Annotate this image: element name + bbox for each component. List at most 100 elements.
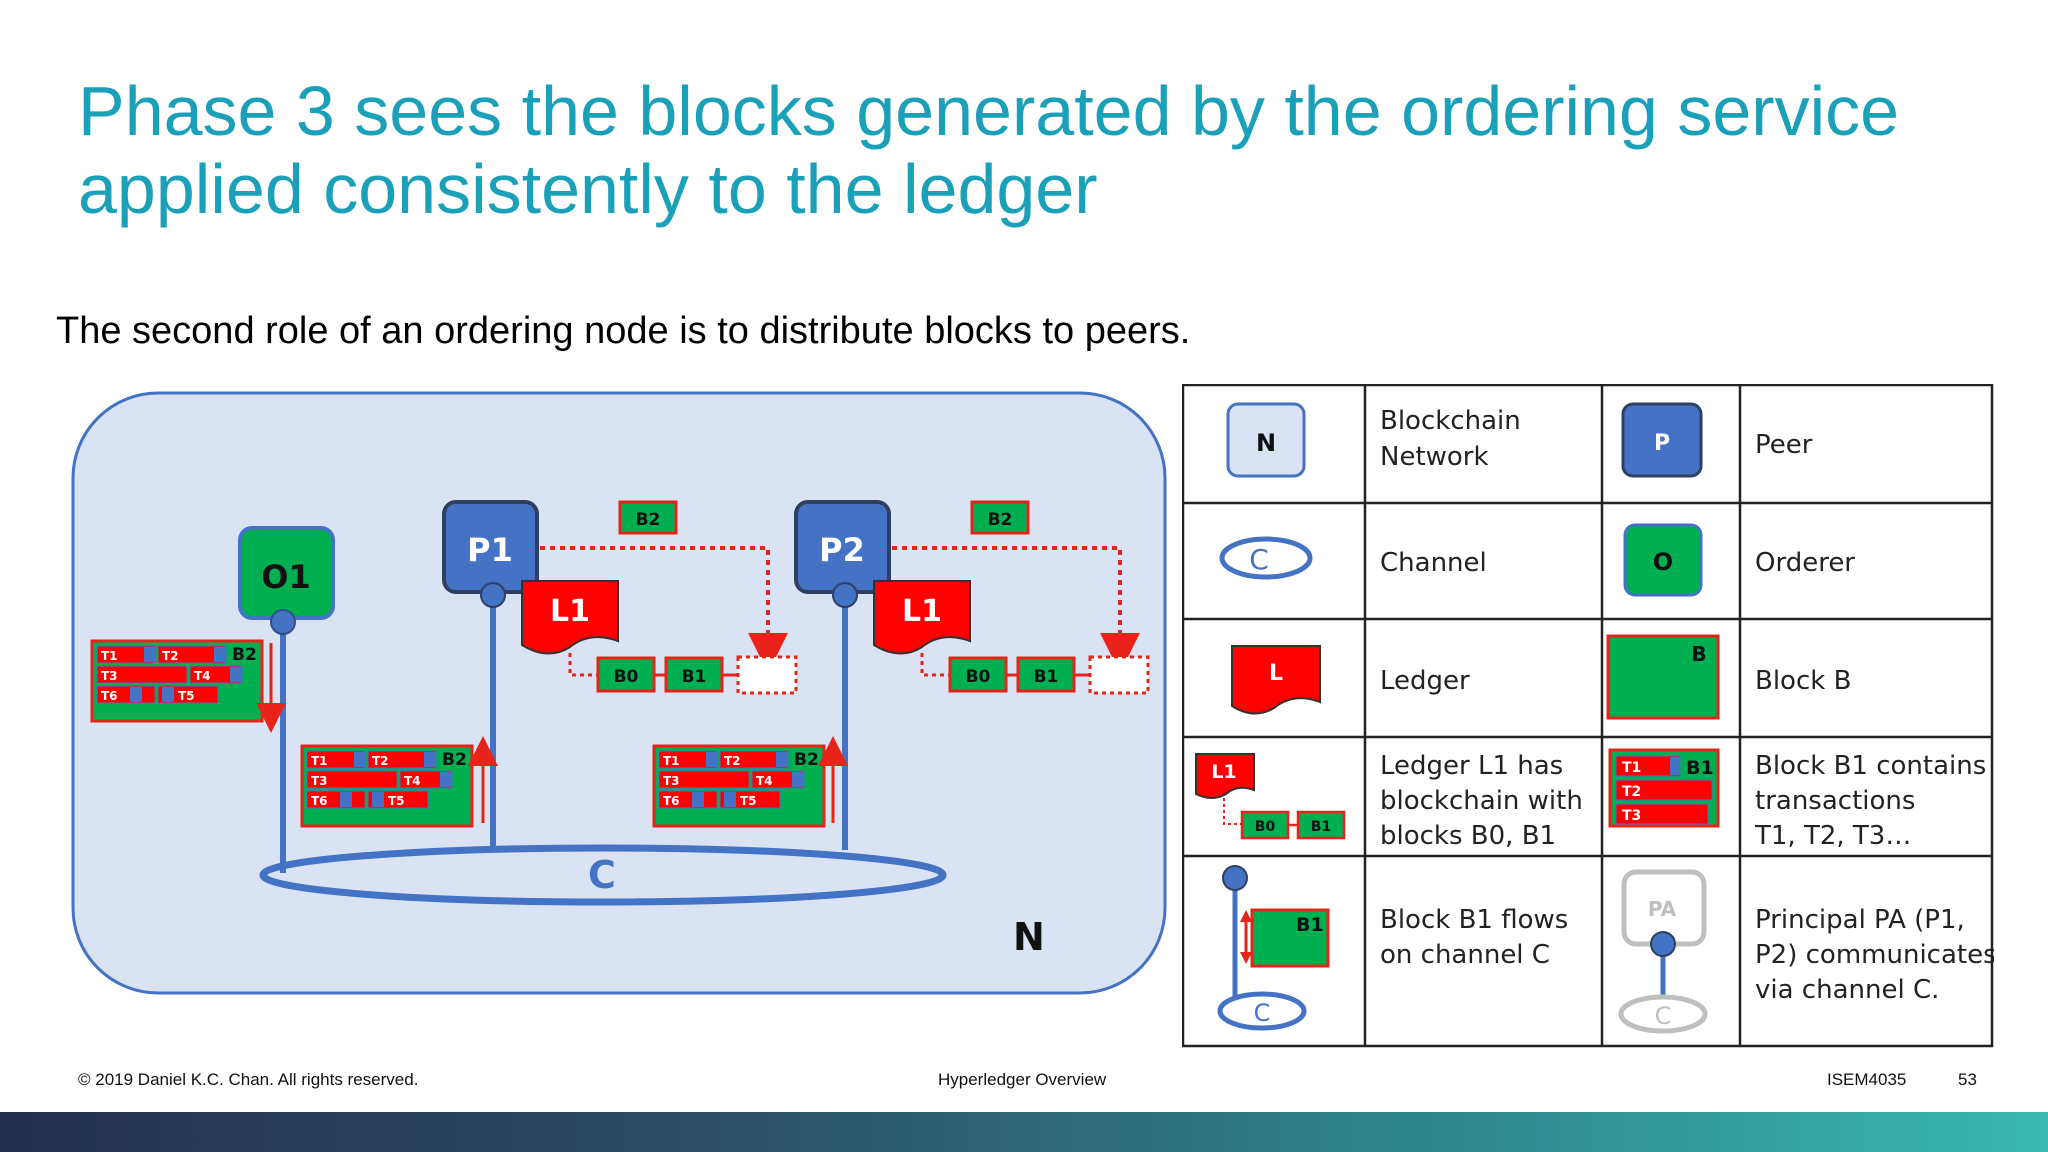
legend-orderer-desc: Orderer: [1755, 548, 1855, 578]
legend-l1-desc-1: Ledger L1 has: [1380, 751, 1563, 781]
legend-flow-desc: Block B1 flows on channel C: [1380, 905, 1577, 970]
b2p1-t4: T4: [404, 774, 421, 788]
legend-ledger-chain-icon: L1 B0 B1: [1195, 753, 1346, 840]
legend-b1-desc-1: Block B1 contains: [1755, 751, 1986, 781]
ledger-label-p1: L1: [550, 594, 590, 629]
legend-block-tx-desc: Block B1 contains transactions T1, T2, T…: [1754, 751, 1994, 851]
legend-pa-desc-3: via channel C.: [1755, 975, 1939, 1005]
orderer-label: O1: [261, 558, 310, 596]
chain-p1-b0: B0: [614, 667, 639, 687]
legend-ledger-desc: Ledger: [1380, 666, 1470, 696]
legend-btx-b1: B1: [1686, 757, 1714, 779]
legend-pa-letter: PA: [1648, 897, 1677, 921]
ledger-label-p2: L1: [902, 594, 942, 629]
legend-orderer-icon: O: [1623, 523, 1703, 597]
peer2-label: P2: [819, 531, 865, 569]
legend-channel-desc: Channel: [1380, 548, 1487, 578]
title-line-2: applied consistently to the ledger: [78, 150, 1098, 228]
b2o-t3: T3: [101, 669, 118, 683]
b2p2-t1: T1: [663, 754, 680, 768]
legend-btx-t3: T3: [1622, 808, 1641, 824]
block-b2-tag-p2-label: B2: [988, 510, 1013, 530]
b2p1-t3: T3: [311, 774, 328, 788]
legend-flow-desc-1: Block B1 flows: [1380, 905, 1568, 935]
b2o-t5: T5: [178, 689, 195, 703]
legend-principal-desc: Principal PA (P1, P2) communicates via c…: [1755, 905, 1994, 1005]
legend-b1-desc-3: T1, T2, T3…: [1754, 821, 1911, 851]
footer-title: Hyperledger Overview: [938, 1070, 1107, 1089]
legend-b-letter: B: [1691, 642, 1706, 666]
b2p2-t2: T2: [724, 754, 741, 768]
block-b2-p1: B2 T1 T2 T3 T4 T6 T5: [300, 744, 474, 828]
network-n: [71, 391, 1167, 995]
legend-chain-b1: B1: [1311, 819, 1331, 835]
legend-btx-t2: T2: [1622, 784, 1641, 800]
b2o-t2: T2: [162, 649, 179, 663]
slide-subtitle: The second role of an ordering node is t…: [56, 310, 1191, 352]
channel-label: C: [588, 853, 616, 897]
block-b2-tag-p1: B2: [618, 500, 678, 535]
chain-p2: B0 B1: [920, 653, 1150, 695]
legend-ledger-chain-desc: Ledger L1 has blockchain with blocks B0,…: [1380, 751, 1591, 851]
title-line-1: Phase 3 sees the blocks generated by the…: [78, 72, 1900, 150]
legend-flow-b1: B1: [1296, 914, 1324, 936]
b2-p1-label: B2: [442, 750, 467, 770]
footer-copyright: © 2019 Daniel K.C. Chan. All rights rese…: [78, 1070, 419, 1089]
legend-network-desc: Blockchain Network: [1380, 406, 1529, 472]
legend-table: N Blockchain Network P Peer C Channel O …: [1182, 384, 1994, 1048]
legend-l1-desc-2: blockchain with: [1380, 786, 1583, 816]
b2p2-t6: T6: [663, 794, 680, 808]
peer-p2[interactable]: P2: [794, 500, 891, 608]
legend-peer-icon: P: [1621, 402, 1703, 478]
chain-p2-b1: B1: [1034, 667, 1059, 687]
legend-pa-desc-2: P2) communicates: [1755, 940, 1994, 970]
peer-p1[interactable]: P1: [442, 500, 539, 608]
legend-network-icon: N: [1226, 402, 1306, 478]
footer-page-number: 53: [1958, 1070, 1977, 1089]
peer1-label: P1: [467, 531, 513, 569]
b2p2-t3: T3: [663, 774, 680, 788]
legend-pa-c: C: [1655, 1002, 1672, 1030]
b2p1-t5: T5: [388, 794, 405, 808]
chain-p2-b0: B0: [966, 667, 991, 687]
legend-ledger-icon: L: [1231, 645, 1321, 715]
ledger-l1-p1: L1: [521, 580, 619, 655]
legend-c-letter: C: [1249, 543, 1269, 576]
b2-p2-label: B2: [794, 750, 819, 770]
block-b2-orderer: B2 T1 T2 T3 T4 T6 T5: [90, 639, 264, 723]
legend-l-letter: L: [1269, 661, 1283, 686]
b2p1-t2: T2: [372, 754, 389, 768]
b2p2-t5: T5: [740, 794, 757, 808]
b2-orderer-label: B2: [232, 645, 257, 665]
legend-b1-desc-2: transactions: [1755, 786, 1915, 816]
legend-btx-t1: T1: [1622, 760, 1641, 776]
network-label: N: [1013, 915, 1045, 959]
legend-n-desc-2: Network: [1380, 442, 1489, 472]
orderer-o1[interactable]: O1: [238, 526, 335, 635]
legend-flow-desc-2: on channel C: [1380, 940, 1550, 970]
chain-p1: B0 B1: [568, 653, 798, 695]
legend-n-letter: N: [1256, 429, 1276, 457]
legend-block-desc: Block B: [1755, 666, 1851, 696]
legend-block-tx-icon: B1 T1 T2 T3: [1608, 748, 1720, 828]
b2p2-t4: T4: [756, 774, 773, 788]
legend-principal-icon: PA C: [1618, 869, 1708, 1034]
footer-course: ISEM4035: [1827, 1070, 1907, 1089]
legend-pa-desc-1: Principal PA (P1,: [1755, 905, 1965, 935]
b2o-t4: T4: [194, 669, 211, 683]
chain-p1-b1: B1: [682, 667, 707, 687]
legend-chain-b0: B0: [1255, 819, 1276, 835]
b2o-t1: T1: [101, 649, 118, 663]
b2p1-t1: T1: [311, 754, 328, 768]
legend-p-letter: P: [1654, 431, 1670, 456]
ledger-l1-p2: L1: [873, 580, 971, 655]
legend-block-icon: B: [1606, 634, 1720, 720]
block-b2-tag-p1-label: B2: [636, 510, 661, 530]
block-b2-tag-p2: B2: [970, 500, 1030, 535]
legend-flow-c: C: [1254, 999, 1271, 1027]
block-b2-p2: B2 T1 T2 T3 T4 T6 T5: [652, 744, 826, 828]
legend-channel-icon: C: [1219, 536, 1313, 580]
legend-o-letter: O: [1653, 548, 1673, 576]
legend-l1-letter: L1: [1211, 761, 1236, 783]
footer-gradient-bar: [0, 1112, 2048, 1152]
